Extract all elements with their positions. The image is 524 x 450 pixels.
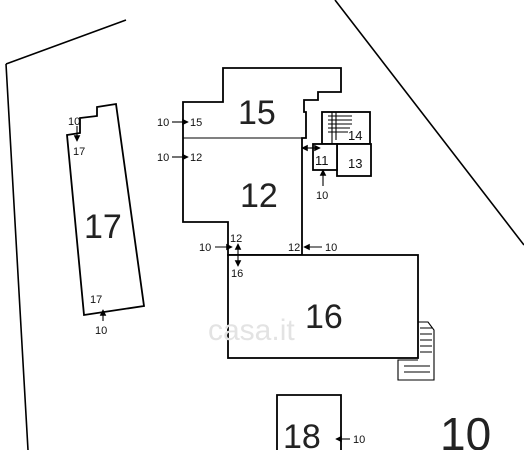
parcel-label-17: 17 xyxy=(84,208,122,246)
ref-r11-from: 10 xyxy=(316,190,328,202)
ref-right-from: 10 xyxy=(325,242,337,254)
parcel-16 xyxy=(227,254,419,359)
parcel-label-10: 10 xyxy=(440,408,491,450)
parcel-label-18: 18 xyxy=(283,418,321,450)
parcel-15-12-outline xyxy=(182,67,342,256)
ref-right-to: 12 xyxy=(288,242,300,254)
ref-mid-from: 10 xyxy=(199,242,211,254)
ref-left-bot-10: 10 xyxy=(95,325,107,337)
ref-mid-to: 12 xyxy=(230,233,242,245)
parcel-18-outline xyxy=(276,394,342,450)
parcel-label-16: 16 xyxy=(305,298,343,336)
parcel-14 xyxy=(321,111,371,145)
ref-r11-label: 11 xyxy=(315,153,329,168)
watermark: casa.it xyxy=(208,314,295,347)
parcel-label-12: 12 xyxy=(240,177,278,215)
parcel-10-boundary xyxy=(5,0,524,450)
ref-r15-from: 10 xyxy=(157,117,169,129)
parcel-label-14: 14 xyxy=(348,128,362,143)
stair-16 xyxy=(397,321,435,381)
ref-left-top-17: 17 xyxy=(73,146,85,158)
parcel-label-15: 15 xyxy=(238,94,276,132)
ref-r15-to: 15 xyxy=(190,117,202,129)
ref-left-top-10: 10 xyxy=(68,116,80,128)
ref-mid-down: 16 xyxy=(231,268,243,280)
parcel-label-13: 13 xyxy=(348,156,362,171)
stair-hatching xyxy=(328,112,352,144)
ref-r18-from: 10 xyxy=(353,434,365,446)
ref-left-bot-17: 17 xyxy=(90,294,102,306)
ref-r12-to: 12 xyxy=(190,152,202,164)
ref-r12-from: 10 xyxy=(157,152,169,164)
